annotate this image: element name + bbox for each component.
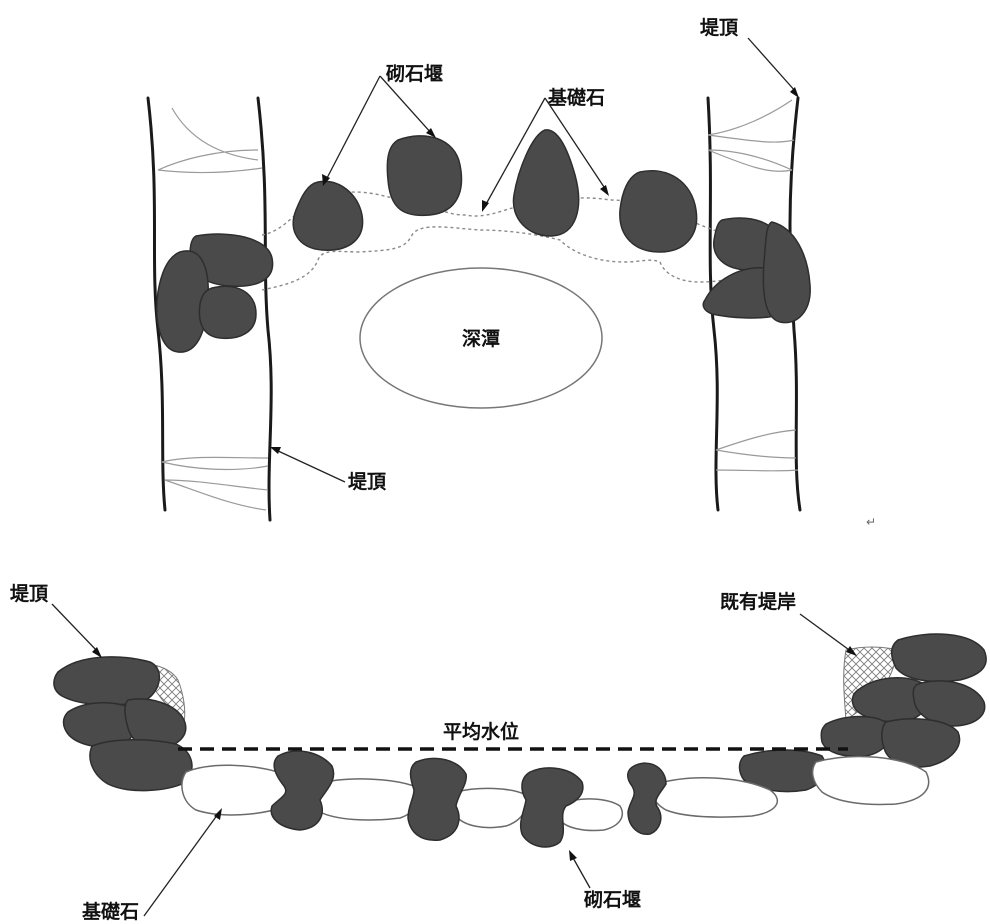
plan-dike-top-leader-right <box>747 37 797 93</box>
plan-left-bank-stone-low <box>198 285 257 340</box>
plan-dike-top-label-left: 堤頂 <box>348 471 387 493</box>
plan-weir-leader-left <box>325 75 381 181</box>
section-foundation-label: 基礎石 <box>81 900 139 923</box>
right-bank-slope-top <box>707 99 795 172</box>
section-weir-stone-2 <box>407 757 467 841</box>
plan-foundation-arrowhead-right <box>600 185 609 196</box>
plan-foundation-stone-center <box>512 129 580 237</box>
deep-pool-label: 深潭 <box>462 327 500 350</box>
plan-left-bank-stone-top <box>189 233 274 287</box>
plan-foundation-label: 基礎石 <box>547 86 605 109</box>
return-mark-glyph: ↵ <box>866 515 876 529</box>
plan-dike-top-arrowhead-left <box>270 447 281 454</box>
plan-dike-top-leader-left <box>275 449 346 483</box>
plan-dike-top-arrowhead-right <box>790 87 799 98</box>
plan-view: 深潭 砌石堰 基礎石 堤頂 堤頂 ↵ <box>146 17 876 529</box>
plan-foundation-leader-left <box>484 97 546 207</box>
section-left-stone-top <box>53 656 160 706</box>
section-dike-top-leader <box>51 603 99 653</box>
left-bank-slope-top <box>157 107 263 174</box>
section-foundation-stone-5 <box>652 777 779 818</box>
mean-water-level-label: 平均水位 <box>443 720 519 743</box>
section-foundation-stone-3 <box>451 787 527 829</box>
plan-weir-stone-3 <box>619 170 698 253</box>
section-foundation-arrowhead <box>214 808 222 820</box>
plan-weir-label: 砌石堰 <box>385 63 443 85</box>
plan-dike-top-label-right: 堤頂 <box>700 17 739 39</box>
section-foundation-leader <box>143 813 219 917</box>
section-view: 平均水位 堤頂 既有堤岸 基礎石 砌石堰 <box>10 583 987 923</box>
section-dike-top-label: 堤頂 <box>10 583 49 605</box>
section-existing-bank-arrowhead <box>846 646 857 656</box>
plan-weir-stone-1 <box>292 180 364 251</box>
section-weir-leader <box>571 855 591 889</box>
section-right-stone-mid-b <box>912 680 986 727</box>
left-bank-outer-line <box>146 96 167 512</box>
left-bank-inner-line <box>256 96 273 522</box>
plan-weir-leader-right <box>379 75 433 135</box>
section-existing-bank-leader <box>799 613 853 653</box>
right-bank-slope-bottom <box>715 429 799 472</box>
plan-weir-arrowhead-right <box>426 128 436 138</box>
section-weir-arrowhead <box>569 850 577 861</box>
section-existing-bank-label: 既有堤岸 <box>720 590 796 613</box>
section-right-stone-low-a <box>820 715 891 758</box>
section-right-stone-top <box>891 633 987 683</box>
section-foundation-stone-6 <box>811 755 930 806</box>
plan-foundation-leader-right <box>544 97 607 191</box>
section-weir-label: 砌石堰 <box>583 889 641 911</box>
plan-foundation-arrowhead-left <box>482 200 489 212</box>
plan-weir-arrowhead-left <box>322 174 330 186</box>
plan-right-bank-stone-tall <box>762 221 811 324</box>
section-left-stone-bottom <box>89 739 193 792</box>
right-bank-outer-line <box>788 96 802 512</box>
section-weir-stone-4 <box>627 762 667 835</box>
plan-weir-stone-2 <box>386 135 463 217</box>
section-right-stone-low-b <box>881 718 961 768</box>
section-weir-stone-3 <box>519 767 584 848</box>
right-bank-inner-line <box>706 96 720 512</box>
section-weir-stone-1 <box>270 750 335 831</box>
section-dike-top-arrowhead <box>92 647 102 658</box>
left-bank-slope-bottom <box>161 456 269 511</box>
plan-left-bank-stone-tall <box>156 250 209 353</box>
deep-pool-outline <box>359 267 603 409</box>
